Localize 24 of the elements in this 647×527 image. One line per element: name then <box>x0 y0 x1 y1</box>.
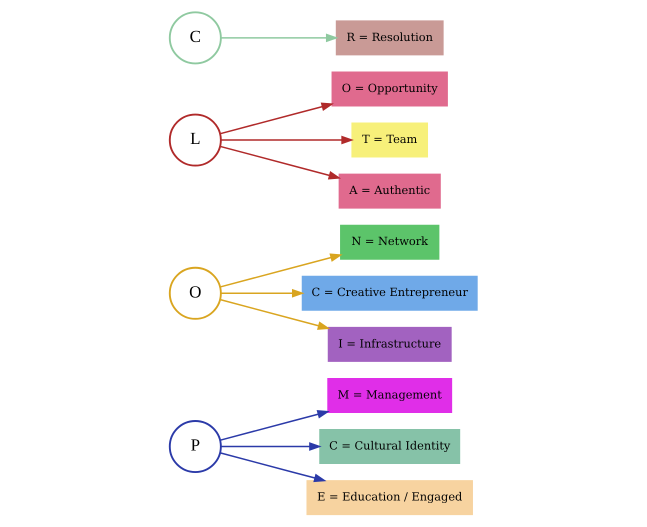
arrow <box>220 298 330 330</box>
arrow <box>221 34 338 42</box>
node-box: R = Resolution <box>336 20 444 56</box>
node-circle: C <box>168 11 222 64</box>
node-box: O = Opportunity <box>332 71 448 106</box>
arrow <box>220 253 343 288</box>
node-box: I = Infrastructure <box>328 326 452 362</box>
node-box: N = Network <box>340 224 440 260</box>
node-circle: O <box>168 266 222 320</box>
node-box: T = Team <box>351 122 428 158</box>
node-box: M = Management <box>327 378 452 413</box>
node-box: E = Education / Engaged <box>306 480 473 516</box>
arrow <box>220 146 342 180</box>
arrow <box>221 442 322 451</box>
arrow <box>220 452 326 482</box>
node-box: C = Cultural Identity <box>319 429 460 464</box>
node-box: A = Authentic <box>338 174 441 209</box>
arrow <box>221 136 354 144</box>
arrow <box>220 410 330 441</box>
arrow <box>221 288 304 298</box>
node-circle: P <box>168 420 222 474</box>
node-box: C = Creative Entrepreneur <box>302 276 478 311</box>
node-circle: L <box>168 114 222 167</box>
arrow <box>220 102 334 134</box>
